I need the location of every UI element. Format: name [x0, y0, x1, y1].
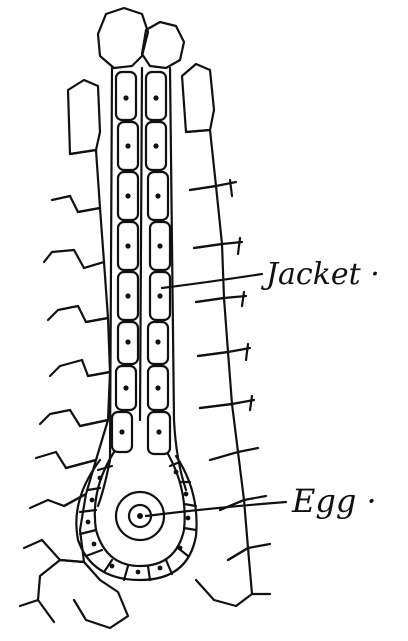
cap-cell-right: [142, 22, 184, 68]
outer-right-cells: [182, 64, 252, 606]
far-left-cell-stubs: [20, 196, 82, 606]
venter: [76, 452, 196, 580]
neck-canal-cells-left: [112, 72, 138, 452]
outer-right-top-cell: [182, 64, 214, 132]
outer-left-cells: [38, 80, 128, 628]
egg-leader-line: [146, 502, 286, 516]
jacket-label: Jacket ·: [260, 257, 380, 292]
outer-left-top-cell: [68, 80, 100, 154]
neck-cap-cells: [98, 8, 184, 68]
far-right-cell-stubs: [216, 180, 270, 594]
jacket-leader-line: [162, 274, 262, 288]
egg-label: Egg ·: [291, 482, 377, 520]
cap-cell-left: [98, 8, 148, 68]
neck-canal-cells-right: [146, 72, 170, 454]
